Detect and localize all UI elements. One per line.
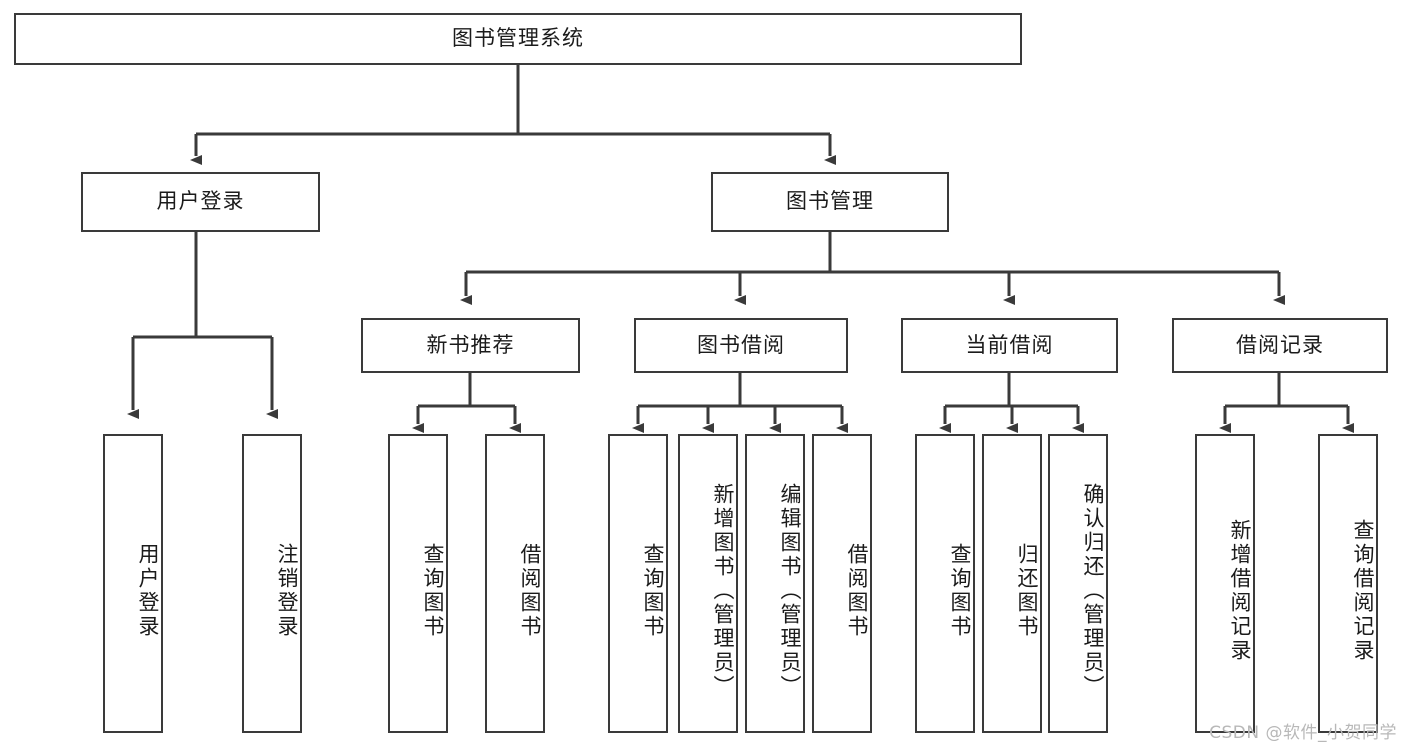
node-label: 图书管理 [786,189,874,214]
leaf-borrow-add-book-admin[interactable]: 新增图书（管理员） [678,434,738,733]
leaf-recommend-query-book[interactable]: 查询图书 [388,434,448,733]
node-label: 借阅记录 [1236,332,1324,357]
leaf-record-add-record[interactable]: 新增借阅记录 [1195,434,1255,733]
leaf-record-query-record[interactable]: 查询借阅记录 [1318,434,1378,733]
leaf-current-return-book[interactable]: 归还图书 [982,434,1042,733]
node-label: 新书推荐 [426,332,515,357]
csdn-watermark: CSDN @软件_小贺同学 [1209,723,1397,743]
node-label: 查询图书 [948,542,972,639]
node-borrow-record[interactable]: 借阅记录 [1172,318,1388,373]
node-user-login[interactable]: 用户登录 [81,172,320,232]
leaf-current-query-book[interactable]: 查询图书 [915,434,975,733]
leaf-recommend-borrow-book[interactable]: 借阅图书 [485,434,545,733]
node-label: 查询图书 [641,542,665,639]
node-book-borrow[interactable]: 图书借阅 [634,318,848,373]
node-label: 图书借阅 [697,332,785,357]
node-label: 当前借阅 [965,332,1054,357]
node-label: 查询图书 [421,542,445,639]
node-label: 新增借阅记录 [1228,518,1252,663]
leaf-user-login[interactable]: 用户登录 [103,434,163,733]
leaf-current-confirm-return-admin[interactable]: 确认归还（管理员） [1048,434,1108,733]
leaf-logout[interactable]: 注销登录 [242,434,302,733]
node-label: 借阅图书 [518,542,542,639]
node-book-management[interactable]: 图书管理 [711,172,949,232]
node-new-book-recommend[interactable]: 新书推荐 [361,318,580,373]
node-label: 查询借阅记录 [1351,518,1375,663]
node-label: 注销登录 [275,542,299,639]
node-label: 用户登录 [156,189,245,214]
leaf-borrow-borrow-book[interactable]: 借阅图书 [812,434,872,733]
leaf-borrow-edit-book-admin[interactable]: 编辑图书（管理员） [745,434,805,733]
node-label: 确认归还（管理员） [1081,482,1105,699]
leaf-borrow-query-book[interactable]: 查询图书 [608,434,668,733]
node-label: 新增图书（管理员） [711,482,735,699]
node-label: 用户登录 [136,542,160,639]
node-root-book-management-system[interactable]: 图书管理系统 [14,13,1022,65]
node-label: 图书管理系统 [452,26,584,51]
node-label: 编辑图书（管理员） [778,482,802,699]
node-label: 归还图书 [1015,542,1039,639]
node-current-borrow[interactable]: 当前借阅 [901,318,1118,373]
node-label: 借阅图书 [845,542,869,639]
